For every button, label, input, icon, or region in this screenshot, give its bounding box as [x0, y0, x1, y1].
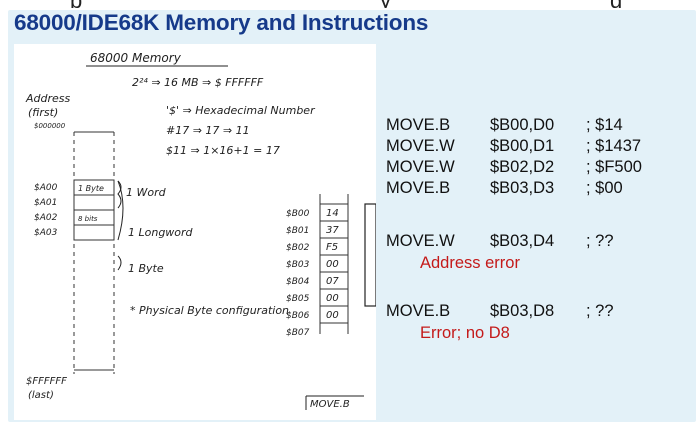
instruction-op: MOVE.B [386, 116, 451, 134]
memory-address: $B01 [286, 226, 309, 236]
example2-op: MOVE.B [386, 302, 451, 320]
instruction-comment: ; $00 [586, 179, 623, 197]
instruction-args: $B00,D0 [490, 116, 555, 134]
previous-slide-remnant: pyg [0, 0, 700, 8]
instruction-args: $B03,D3 [490, 179, 555, 197]
physical-label: * Physical Byte configuration [130, 304, 289, 317]
last-address: $FFFFFF [26, 376, 67, 387]
memory-value: F5 [326, 242, 338, 253]
first-address: $000000 [34, 122, 66, 130]
memory-address: $B00 [286, 209, 310, 219]
memory-address: $B02 [286, 243, 310, 253]
instruction-comment: ; $1437 [586, 137, 642, 155]
handwritten-notes: 68000 Memory 2²⁴ ⇒ 16 MB ⇒ $ FFFFFF '$' … [14, 44, 376, 420]
memory-address: $B06 [286, 311, 310, 321]
memory-address: $B04 [286, 277, 310, 287]
example2-comment: ; ?? [586, 302, 614, 320]
memory-value: 00 [326, 259, 339, 270]
longword-label: 1 Longword [128, 226, 194, 239]
memory-address: $B05 [286, 294, 310, 304]
example1-error: Address error [420, 254, 520, 272]
left-address: $A01 [34, 198, 57, 208]
memory-address: $B07 [286, 328, 310, 338]
memory-value: 14 [326, 208, 339, 219]
example1-op: MOVE.W [386, 232, 455, 250]
example2-args: $B03,D8 [490, 302, 555, 320]
left-address: $A02 [34, 213, 58, 223]
last-label: (last) [28, 390, 54, 401]
memory-table [319, 194, 376, 334]
size-line: 2²⁴ ⇒ 16 MB ⇒ $ FFFFFF [132, 76, 264, 89]
sketch-heading: 68000 Memory [90, 51, 182, 65]
instruction-comment: ; $14 [586, 116, 623, 134]
byte-label: 1 Byte [128, 262, 164, 275]
instruction-args: $B02,D2 [490, 158, 555, 176]
example1-comment: ; ?? [586, 232, 614, 250]
bottom-note: MOVE.B [310, 399, 350, 410]
hash-line: #17 ⇒ 17 ⇒ 11 [166, 124, 250, 137]
dollar-line: '$' ⇒ Hexadecimal Number [166, 104, 316, 117]
example1-args: $B03,D4 [490, 232, 555, 250]
slide-title: 68000/IDE68K Memory and Instructions [14, 10, 429, 35]
instruction-comment: ; $F500 [586, 158, 642, 176]
left-address: $A03 [34, 228, 58, 238]
byte-box-label: 1 Byte [78, 184, 104, 193]
memory-column-left: 1 Byte 8 bits [73, 131, 115, 374]
memory-value: 00 [326, 310, 339, 321]
instruction-op: MOVE.W [386, 158, 455, 176]
bits-box-label: 8 bits [78, 215, 98, 223]
memory-value: 00 [326, 293, 339, 304]
memory-value: 37 [326, 225, 339, 236]
address-label: Address [25, 92, 71, 105]
sketch-drawing: 68000 Memory 2²⁴ ⇒ 16 MB ⇒ $ FFFFFF '$' … [25, 51, 376, 410]
example2-error: Error; no D8 [420, 324, 510, 342]
word-label: 1 Word [126, 186, 167, 199]
memory-value: 07 [326, 276, 339, 287]
instruction-args: $B00,D1 [490, 137, 555, 155]
conv-line: $11 ⇒ 1×16+1 = 17 [166, 144, 280, 157]
first-label: (first) [28, 106, 58, 119]
instruction-op: MOVE.B [386, 179, 451, 197]
left-address: $A00 [34, 183, 58, 193]
memory-address: $B03 [286, 260, 310, 270]
instruction-op: MOVE.W [386, 137, 455, 155]
